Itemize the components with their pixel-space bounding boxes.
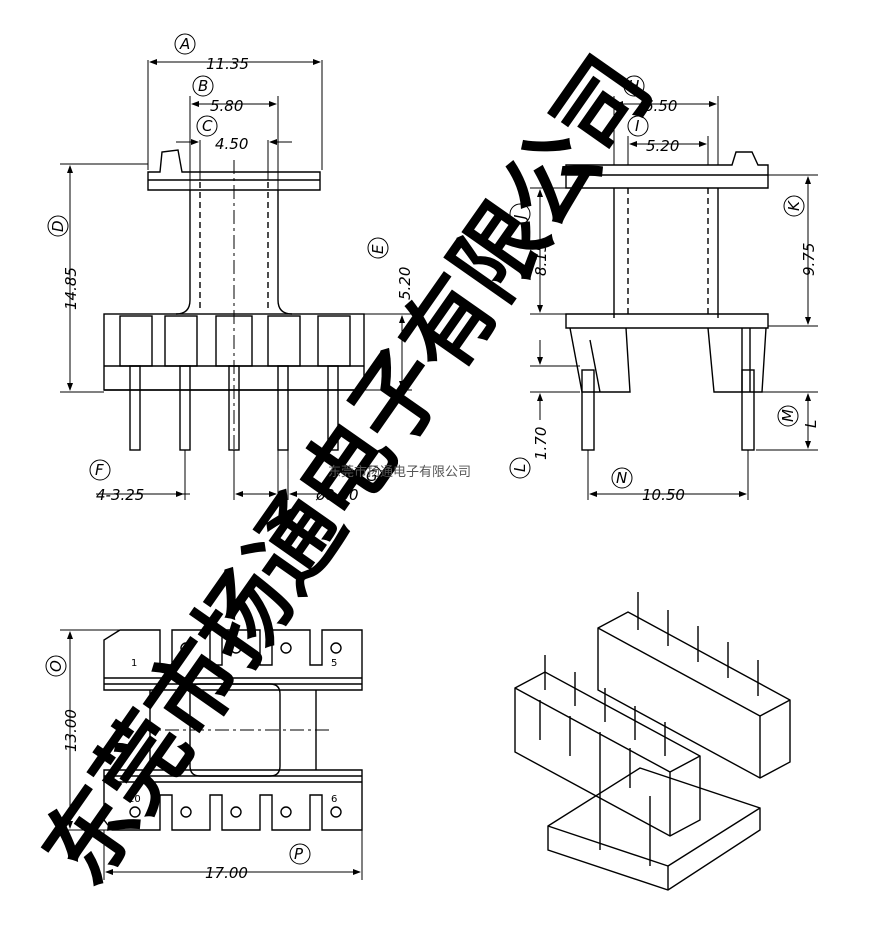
isometric-view bbox=[514, 592, 791, 891]
reference-letters bbox=[45, 33, 805, 865]
dim-c-value: 4.50 bbox=[215, 135, 248, 153]
dim-g-value: ø0.60 bbox=[315, 486, 359, 504]
ref-l: L bbox=[511, 464, 529, 472]
reference-letter-texts: A B C D E F G H I J K L M N O P bbox=[47, 35, 803, 863]
dim-b-value: 5.80 bbox=[210, 97, 243, 115]
ref-p: P bbox=[294, 845, 304, 863]
ref-a: A bbox=[179, 35, 190, 53]
ref-g: G bbox=[366, 467, 378, 485]
ref-n: N bbox=[616, 469, 627, 487]
watermark: 东莞市扬通电子有限公司 东莞市扬通电子有限公司 bbox=[22, 38, 672, 902]
side-dimensions bbox=[530, 96, 818, 500]
ref-c: C bbox=[202, 117, 213, 135]
watermark-small-text: 东莞市扬通电子有限公司 bbox=[328, 464, 471, 480]
pin-number-10: 10 bbox=[128, 794, 141, 805]
ref-k: K bbox=[785, 200, 803, 211]
dim-m-value: L bbox=[802, 420, 820, 428]
dim-a-value: 11.35 bbox=[206, 55, 249, 73]
dim-i-value: 5.20 bbox=[646, 137, 679, 155]
dim-d-value: 14.85 bbox=[62, 267, 80, 310]
pin-number-6: 6 bbox=[331, 794, 337, 805]
dimension-texts: 11.35 5.80 4.50 14.85 5.20 4-3.25 ø0.60 … bbox=[62, 55, 820, 882]
front-view bbox=[103, 149, 365, 451]
dim-e-value: 5.20 bbox=[396, 267, 414, 300]
ref-h: H bbox=[628, 77, 639, 95]
ref-i: I bbox=[635, 117, 640, 135]
ref-e: E bbox=[369, 244, 387, 254]
ref-m: M bbox=[779, 409, 797, 422]
pin-number-5: 5 bbox=[331, 658, 337, 669]
ref-f: F bbox=[95, 461, 104, 479]
ref-j: J bbox=[511, 215, 529, 222]
ref-o: O bbox=[47, 660, 65, 672]
pin-number-1: 1 bbox=[131, 658, 137, 669]
bottom-dimensions bbox=[60, 629, 363, 880]
dim-f-value: 4-3.25 bbox=[96, 486, 144, 504]
pin-numbers: 1 5 10 6 bbox=[128, 658, 337, 805]
dim-j-value: 8.15 bbox=[532, 243, 550, 276]
ref-d: D bbox=[49, 220, 67, 232]
dim-o-value: 13.00 bbox=[62, 709, 80, 752]
bottom-view bbox=[103, 629, 363, 831]
dim-p-value: 17.00 bbox=[205, 864, 248, 882]
dim-h-value: 6.50 bbox=[644, 97, 677, 115]
ref-b: B bbox=[198, 77, 208, 95]
dim-n-value: 10.50 bbox=[642, 486, 685, 504]
dim-l-value: 1.70 bbox=[532, 427, 550, 460]
dim-k-value: 9.75 bbox=[800, 243, 818, 276]
front-dimensions bbox=[60, 59, 412, 500]
